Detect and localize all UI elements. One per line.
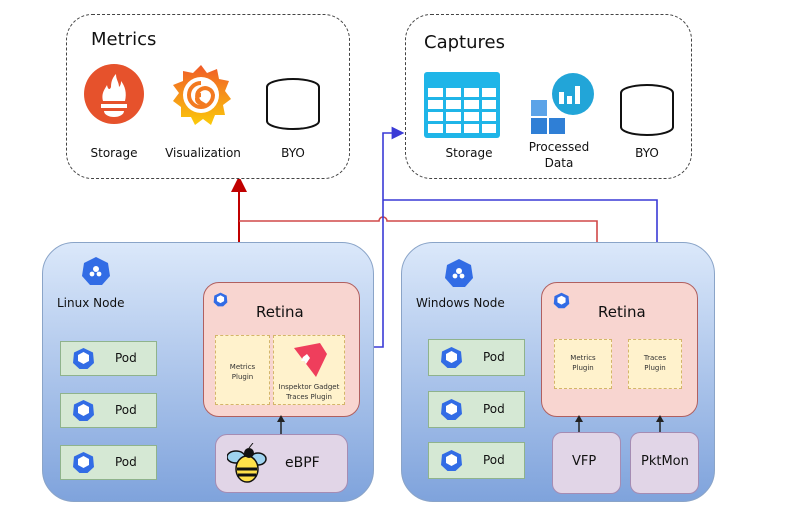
metrics-visualization-label: Visualization [165, 146, 241, 160]
windows-retina[interactable]: Retina Metrics Plugin Traces Plugin [541, 282, 698, 417]
ebpf-bee-icon [226, 442, 267, 489]
metrics-storage-label: Storage [90, 146, 138, 160]
pod[interactable]: Pod [428, 442, 525, 479]
k8s-pod-icon [72, 399, 95, 426]
vfp-arrow [575, 415, 583, 433]
pod[interactable]: Pod [428, 339, 525, 376]
grafana-icon [167, 61, 235, 133]
plugin-line2: Traces Plugin [286, 393, 332, 401]
byo-database-icon [619, 83, 675, 143]
pktmon-source[interactable]: PktMon [630, 432, 699, 494]
plugin-label: Metrics Plugin [216, 362, 269, 382]
plugin-line2: Plugin [572, 364, 594, 372]
pod-label: Pod [483, 350, 505, 364]
linux-node-label: Linux Node [57, 296, 125, 310]
k8s-pod-icon [72, 347, 95, 374]
ebpf-arrow [277, 415, 285, 435]
ebpf-label: eBPF [285, 455, 320, 471]
pod[interactable]: Pod [60, 341, 157, 376]
pod-label: Pod [115, 403, 137, 417]
metrics-title: Metrics [91, 29, 157, 50]
metrics-plugin[interactable]: Metrics Plugin [215, 335, 270, 405]
vfp-source[interactable]: VFP [552, 432, 621, 494]
pod[interactable]: Pod [60, 445, 157, 480]
storage-table-icon [424, 72, 500, 142]
captures-title: Captures [424, 32, 505, 53]
linux-node: Linux Node Pod Pod Pod Retina Metrics Pl… [42, 242, 374, 502]
retina-title: Retina [256, 303, 304, 321]
inspektor-gadget-plugin[interactable]: Inspektor Gadget Traces Plugin [273, 335, 345, 405]
windows-node-label: Windows Node [416, 296, 505, 310]
processed-line2: Data [544, 156, 574, 170]
captures-processed-label: Processed Data [509, 139, 609, 171]
byo-database-icon [265, 77, 321, 137]
k8s-pod-icon [213, 292, 228, 311]
pod-label: Pod [483, 453, 505, 467]
plugin-line1: Metrics [229, 363, 256, 371]
ebpf-source[interactable]: eBPF [215, 434, 348, 493]
pod-label: Pod [483, 402, 505, 416]
plugin-line1: Metrics [570, 354, 596, 362]
plugin-line1: Traces [643, 354, 667, 362]
pod-label: Pod [115, 351, 137, 365]
processed-data-icon [529, 72, 595, 142]
pod-label: Pod [115, 455, 137, 469]
k8s-pod-icon [440, 449, 463, 476]
k8s-node-icon [81, 256, 111, 290]
plugin-line1: Inspektor Gadget [278, 383, 340, 391]
prometheus-icon [83, 63, 145, 129]
captures-storage-label: Storage [445, 146, 493, 160]
plugin-label: Inspektor Gadget Traces Plugin [274, 382, 344, 402]
vfp-label: VFP [572, 454, 597, 469]
windows-node: Windows Node Pod Pod Pod Retina Metrics … [401, 242, 715, 502]
processed-line1: Processed [528, 140, 590, 154]
k8s-pod-icon [72, 451, 95, 478]
plugin-label: Metrics Plugin [555, 353, 611, 373]
inspektor-gadget-icon [290, 342, 328, 382]
traces-plugin[interactable]: Traces Plugin [628, 339, 682, 389]
plugin-line2: Plugin [644, 364, 666, 372]
k8s-pod-icon [553, 292, 570, 313]
plugin-line2: Plugin [231, 373, 254, 381]
retina-title: Retina [598, 303, 646, 321]
linux-retina[interactable]: Retina Metrics Plugin Inspektor Gadget T… [203, 282, 360, 417]
plugin-label: Traces Plugin [629, 353, 681, 373]
k8s-node-icon [444, 258, 474, 292]
pod[interactable]: Pod [428, 391, 525, 428]
metrics-byo-label: BYO [281, 146, 305, 160]
captures-byo-label: BYO [635, 146, 659, 160]
metrics-group: Metrics Storage Visualization BYO [66, 14, 350, 179]
pktmon-arrow [656, 415, 664, 433]
k8s-pod-icon [440, 346, 463, 373]
metrics-plugin[interactable]: Metrics Plugin [554, 339, 612, 389]
pod[interactable]: Pod [60, 393, 157, 428]
captures-group: Captures Storage Processed Data [405, 14, 692, 179]
k8s-pod-icon [440, 398, 463, 425]
pktmon-label: PktMon [641, 454, 689, 469]
